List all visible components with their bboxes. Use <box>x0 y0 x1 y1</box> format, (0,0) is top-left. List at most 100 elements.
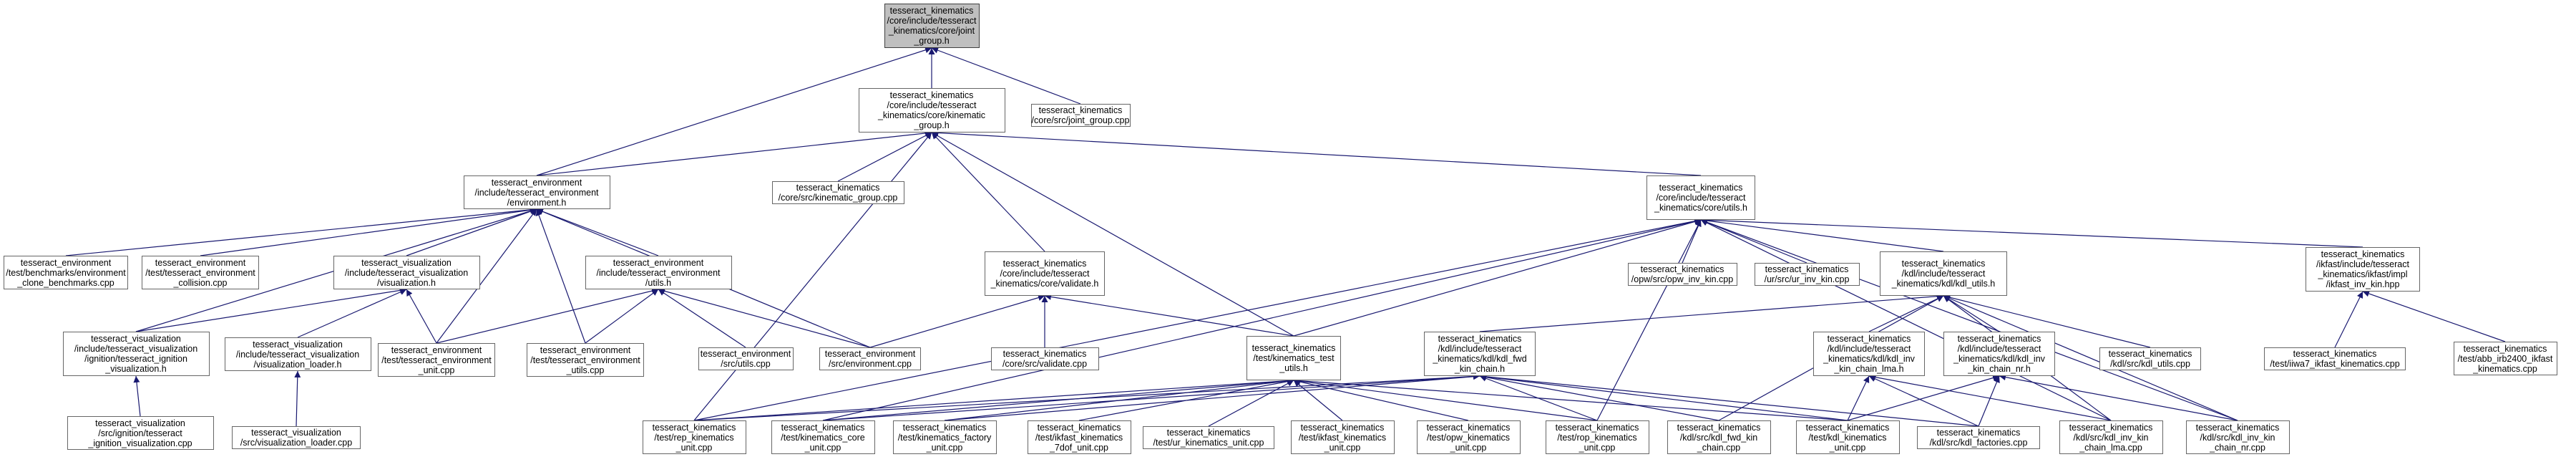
graph-node[interactable]: tesseract_kinematics /test/ur_kinematics… <box>1143 426 1274 449</box>
graph-node-label: tesseract_kinematics /kdl/src/kdl_factor… <box>1929 428 2028 448</box>
graph-node[interactable]: tesseract_kinematics /test/rep_kinematic… <box>642 420 746 454</box>
graph-node-label: tesseract_environment /src/utils.cpp <box>700 349 791 369</box>
graph-node-label: tesseract_kinematics /test/kinematics_fa… <box>897 422 992 453</box>
graph-node[interactable]: tesseract_environment /test/tesseract_en… <box>142 256 259 289</box>
graph-node[interactable]: tesseract_kinematics /test/ikfast_kinema… <box>1027 420 1131 454</box>
graph-node-label: tesseract_kinematics /kdl/include/tesser… <box>1953 334 2045 374</box>
graph-edge <box>693 377 1294 421</box>
graph-node-label: tesseract_environment /test/benchmarks/e… <box>6 257 126 288</box>
graph-edge <box>536 130 932 176</box>
graph-node[interactable]: tesseract_kinematics /core/include/tesse… <box>1646 175 1755 220</box>
graph-edge <box>65 206 537 256</box>
graph-edge <box>535 208 586 344</box>
graph-node[interactable]: tesseract_kinematics /core/include/tesse… <box>858 88 1005 133</box>
graph-edge <box>585 289 659 344</box>
graph-node[interactable]: tesseract_kinematics /ikfast/include/tes… <box>2306 247 2420 292</box>
graph-node-label: tesseract_kinematics /ikfast/include/tes… <box>2316 249 2409 289</box>
graph-edge <box>1682 219 1702 264</box>
graph-node[interactable]: tesseract_kinematics /core/src/kinematic… <box>771 181 904 204</box>
graph-node[interactable]: tesseract_kinematics /opw/src/opw_inv_ki… <box>1627 263 1737 286</box>
graph-node[interactable]: tesseract_kinematics /test/kdl_kinematic… <box>1795 420 1900 454</box>
graph-edge <box>1868 295 1944 332</box>
graph-edge <box>1479 373 1979 427</box>
graph-node[interactable]: tesseract_kinematics /test/ikfast_kinema… <box>1290 420 1395 454</box>
graph-node-label: tesseract_kinematics /opw/src/opw_inv_ki… <box>1631 264 1734 284</box>
graph-node[interactable]: tesseract_kinematics /kdl/src/kdl_fwd_ki… <box>1667 420 1771 454</box>
graph-node[interactable]: tesseract_environment /test/tesseract_en… <box>527 343 644 377</box>
graph-node[interactable]: tesseract_environment /test/benchmarks/e… <box>4 256 128 289</box>
graph-node[interactable]: tesseract_environment /test/tesseract_en… <box>378 343 495 377</box>
graph-edge <box>658 289 746 348</box>
graph-node[interactable]: tesseract_kinematics /test/kinematics_te… <box>1246 336 1341 380</box>
graph-node[interactable]: tesseract_kinematics /kdl/src/kdl_utils.… <box>2099 347 2201 370</box>
graph-node[interactable]: tesseract_kinematics /test/rop_kinematic… <box>1545 420 1649 454</box>
graph-node-label: tesseract_visualization /src/ignition/te… <box>88 418 192 448</box>
graph-node[interactable]: tesseract_kinematics /core/include/tesse… <box>985 251 1105 296</box>
graph-node-label: tesseract_kinematics /test/ikfast_kinema… <box>1298 422 1387 453</box>
graph-node[interactable]: tesseract_environment /src/environment.c… <box>819 347 921 370</box>
graph-edge <box>1479 374 1719 421</box>
graph-node[interactable]: tesseract_visualization /src/ignition/te… <box>67 416 214 450</box>
graph-edge <box>294 370 301 427</box>
graph-node-label: tesseract_kinematics /kdl/include/tesser… <box>1433 334 1527 374</box>
graph-edge <box>931 132 1045 252</box>
graph-edge <box>1293 218 1702 337</box>
graph-node-label: tesseract_kinematics /core/include/tesse… <box>1654 183 1747 213</box>
graph-node-label: tesseract_kinematics /test/rop_kinematic… <box>1555 422 1639 453</box>
graph-node[interactable]: tesseract_visualization /include/tessera… <box>62 332 210 376</box>
graph-edge <box>1479 293 1944 332</box>
graph-node-label: tesseract_environment /include/tesseract… <box>474 177 599 208</box>
graph-node-label: tesseract_visualization /include/tessera… <box>235 339 360 370</box>
graph-node-label: tesseract_kinematics /core/src/kinematic… <box>778 183 898 203</box>
graph-edge <box>1293 377 1598 421</box>
graph-node[interactable]: tesseract_visualization /include/tessera… <box>333 256 480 289</box>
graph-node[interactable]: tesseract_kinematics /kdl/src/kdl_inv_ki… <box>2059 420 2163 454</box>
graph-node[interactable]: tesseract_kinematics /ur/src/ur_inv_kin.… <box>1754 263 1860 286</box>
graph-node[interactable]: tesseract_kinematics /kdl/include/tesser… <box>1813 332 1925 376</box>
graph-node-label: tesseract_environment /test/tesseract_en… <box>381 345 492 375</box>
graph-edge <box>822 218 1702 421</box>
graph-edge <box>406 208 537 256</box>
graph-node-label: tesseract_kinematics /test/kinematics_co… <box>781 422 865 453</box>
graph-edge <box>406 289 437 344</box>
graph-node[interactable]: tesseract_environment /include/tesseract… <box>585 256 732 289</box>
graph-edge <box>436 208 537 344</box>
graph-node-label: tesseract_environment /test/tesseract_en… <box>145 257 255 288</box>
graph-node[interactable]: tesseract_visualization /include/tessera… <box>224 337 371 371</box>
graph-node-label: tesseract_kinematics /kdl/src/kdl_inv_ki… <box>2069 422 2153 453</box>
graph-node[interactable]: tesseract_environment /include/tesseract… <box>463 175 610 209</box>
graph-node-label: tesseract_environment /include/tesseract… <box>596 257 721 288</box>
graph-node-label: tesseract_kinematics /core/src/validate.… <box>1002 349 1088 369</box>
graph-edge <box>1847 375 1870 421</box>
graph-node[interactable]: tesseract_environment /src/utils.cpp <box>698 347 794 370</box>
graph-node[interactable]: tesseract_kinematics /test/kinematics_co… <box>771 420 875 454</box>
graph-node-label: tesseract_kinematics /test/kdl_kinematic… <box>1805 422 1890 453</box>
graph-node[interactable]: tesseract_kinematics /kdl/src/kdl_inv_ki… <box>2185 420 2290 454</box>
graph-node-label: tesseract_kinematics /test/abb_irb2400_i… <box>2457 343 2553 374</box>
graph-node-label: tesseract_kinematics /kdl/src/kdl_utils.… <box>2108 349 2192 369</box>
graph-edge <box>536 47 932 176</box>
graph-node[interactable]: tesseract_kinematics /kdl/include/tesser… <box>1880 251 2007 296</box>
graph-node[interactable]: tesseract_kinematics /kdl/include/tesser… <box>1943 332 2055 376</box>
graph-node[interactable]: tesseract_kinematics /test/opw_kinematic… <box>1416 420 1521 454</box>
graph-edge <box>1293 377 1848 421</box>
graph-node-label: tesseract_kinematics /kdl/src/kdl_fwd_ki… <box>1677 422 1761 453</box>
graph-node[interactable]: tesseract_kinematics /test/abb_irb2400_i… <box>2453 342 2557 375</box>
graph-node[interactable]: tesseract_kinematics /core/src/validate.… <box>990 347 1099 370</box>
graph-node[interactable]: tesseract_kinematics /test/kinematics_fa… <box>892 420 997 454</box>
graph-node[interactable]: tesseract_visualization /src/visualizati… <box>232 426 361 449</box>
graph-edge <box>931 130 1702 176</box>
graph-node[interactable]: tesseract_kinematics /kdl/include/tesser… <box>1424 332 1536 376</box>
graph-node[interactable]: tesseract_kinematics /kdl/src/kdl_factor… <box>1917 426 2040 449</box>
graph-edge <box>837 132 932 182</box>
graph-node[interactable]: tesseract_kinematics /test/iiwa7_ikfast_… <box>2264 347 2406 370</box>
graph-edge <box>1868 375 1979 427</box>
graph-edge <box>1978 375 2000 427</box>
graph-edge <box>1999 374 2238 421</box>
graph-edge <box>693 218 1702 421</box>
graph-node-root[interactable]: tesseract_kinematics /core/include/tesse… <box>884 4 980 48</box>
graph-node-label: tesseract_kinematics /test/kinematics_te… <box>1252 343 1336 373</box>
graph-node[interactable]: tesseract_kinematics /core/src/joint_gro… <box>1030 104 1131 127</box>
